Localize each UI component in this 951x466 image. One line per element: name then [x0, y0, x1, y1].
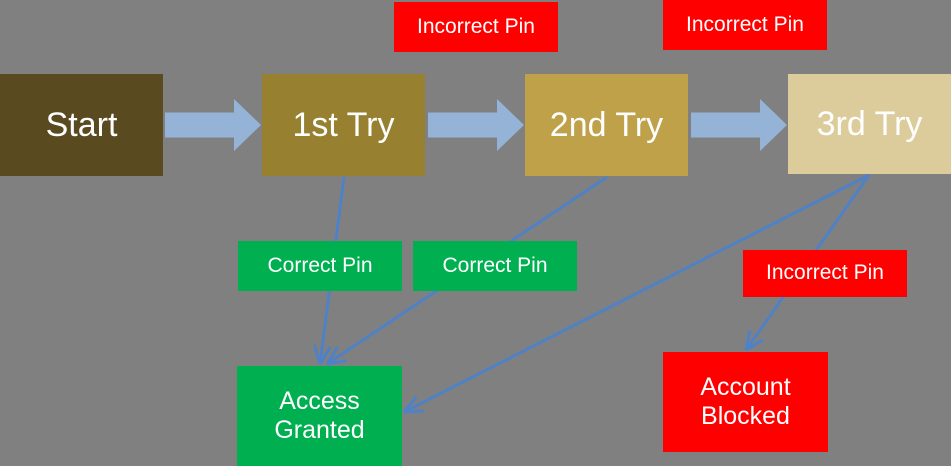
- block-arrow-try2-to-try3: [691, 99, 787, 151]
- connector-arrowhead: [318, 346, 332, 365]
- node-start: Start: [0, 74, 163, 176]
- edge-label-label: Incorrect Pin: [766, 261, 884, 285]
- node-label: 2nd Try: [549, 105, 664, 144]
- node-account-blocked: Account Blocked: [663, 352, 828, 452]
- node-label: 1st Try: [292, 105, 395, 144]
- block-arrow-start-to-try1: [165, 99, 261, 151]
- edge-label-label: Incorrect Pin: [417, 14, 535, 38]
- edge-label-incorrect-pin-2: Incorrect Pin: [663, 0, 827, 50]
- edge-label-label: Correct Pin: [267, 253, 373, 277]
- connector-arrowhead: [745, 338, 764, 352]
- connector-arrowhead: [402, 395, 418, 413]
- node-try3: 3rd Try: [788, 74, 951, 174]
- edge-label-incorrect-pin-1: Incorrect Pin: [394, 2, 558, 52]
- node-label: Account Blocked: [700, 372, 791, 431]
- node-label: Access Granted: [274, 386, 365, 445]
- node-label: 3rd Try: [816, 104, 923, 143]
- edge-label-label: Correct Pin: [442, 253, 548, 277]
- block-arrow-try1-to-try2: [428, 99, 524, 151]
- node-try2: 2nd Try: [525, 74, 688, 176]
- connector-arrowhead: [325, 346, 339, 365]
- connector-arrowhead: [326, 359, 347, 366]
- connector-arrowhead: [312, 344, 322, 365]
- node-access-granted: Access Granted: [237, 366, 402, 466]
- connector-arrowhead: [744, 330, 752, 351]
- node-label: Start: [45, 105, 118, 144]
- connector-arrowhead: [403, 409, 425, 414]
- edge-label-incorrect-pin-3: Incorrect Pin: [743, 250, 907, 297]
- node-try1: 1st Try: [262, 74, 425, 176]
- edge-label-label: Incorrect Pin: [686, 12, 804, 36]
- edge-label-correct-pin-2: Correct Pin: [413, 241, 577, 291]
- edge-label-correct-pin-1: Correct Pin: [238, 241, 402, 291]
